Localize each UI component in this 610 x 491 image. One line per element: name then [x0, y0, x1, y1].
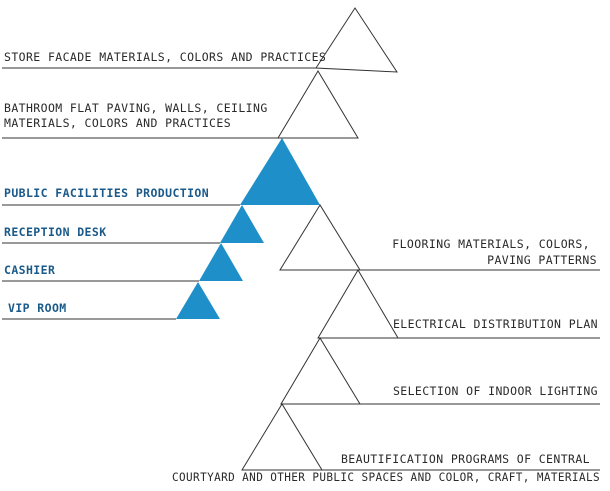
triangle-flooring	[279, 204, 361, 271]
triangle-electrical	[317, 269, 399, 339]
label-flooring-line2: PAVING PATTERNS	[487, 253, 597, 267]
triangle-reception-desk	[220, 205, 264, 243]
label-lighting: SELECTION OF INDOOR LIGHTING	[393, 384, 598, 398]
triangle-public-facilities	[240, 138, 320, 205]
label-cashier: CASHIER	[4, 263, 55, 277]
label-reception-desk: RECEPTION DESK	[4, 225, 107, 239]
label-vip-room: VIP ROOM	[8, 301, 67, 315]
triangle-lighting	[280, 337, 361, 405]
label-bathroom-line2: MATERIALS, COLORS AND PRACTICES	[4, 116, 231, 130]
triangle-vip-room	[176, 282, 220, 319]
label-electrical: ELECTRICAL DISTRIBUTION PLAN	[393, 317, 598, 331]
label-public-facilities: PUBLIC FACILITIES PRODUCTION	[4, 186, 209, 200]
label-beautification-line1: BEAUTIFICATION PROGRAMS OF CENTRAL	[341, 452, 590, 466]
label-store-facade: STORE FACADE MATERIALS, COLORS AND PRACT…	[4, 50, 326, 64]
label-beautification-line2: COURTYARD AND OTHER PUBLIC SPACES AND CO…	[172, 470, 600, 484]
triangle-bathroom	[277, 70, 359, 139]
label-bathroom-line1: BATHROOM FLAT PAVING, WALLS, CEILING	[4, 101, 268, 115]
triangle-beautification	[241, 403, 323, 471]
triangle-cashier	[199, 243, 243, 281]
triangle-store-facade	[315, 7, 398, 73]
label-flooring-line1: FLOORING MATERIALS, COLORS,	[392, 237, 590, 251]
